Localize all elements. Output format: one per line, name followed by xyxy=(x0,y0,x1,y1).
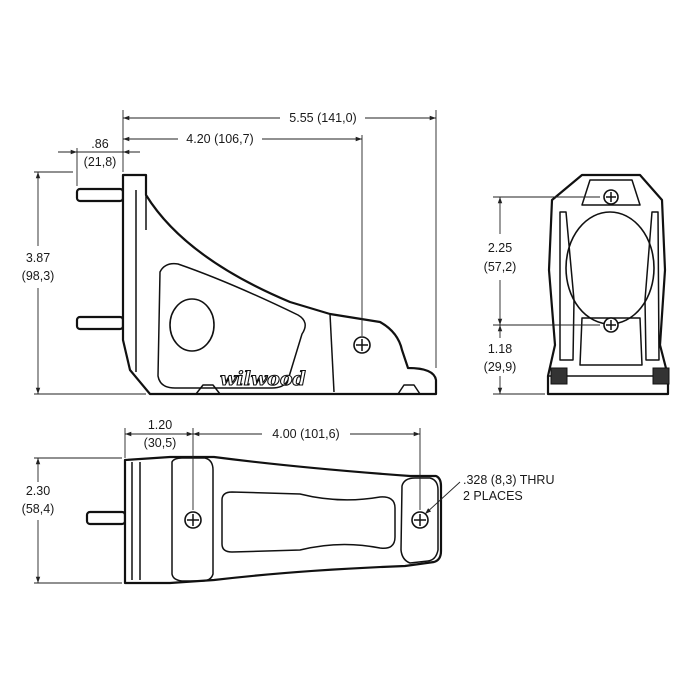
wilwood-logo: wilwood xyxy=(220,368,306,390)
dim-hole-offset: 4.20 (106,7) xyxy=(186,132,253,146)
upper-stud xyxy=(75,187,125,203)
base-notch-left xyxy=(195,384,221,395)
plan-hole-right-cross xyxy=(414,514,426,526)
plan-view: 1.20 (30,5) 4.00 (101,6) 2.30 (58,4) .32… xyxy=(22,418,554,585)
dim-plan-offset-mm: (30,5) xyxy=(144,436,177,450)
dim-overall-length: 5.55 (141,0) xyxy=(289,111,356,125)
hole-callout-line2: 2 PLACES xyxy=(463,489,523,503)
plan-body xyxy=(123,455,443,585)
dim-hole-spacing: 4.00 (101,6) xyxy=(272,427,339,441)
side-upper-hole-cross xyxy=(606,192,616,202)
dim-plan-offset-in: 1.20 xyxy=(148,418,172,432)
dim-stud-offset-in: .86 xyxy=(91,137,108,151)
lightening-hole xyxy=(169,298,215,352)
base-notch-right xyxy=(397,384,421,395)
dim-stud-offset-mm: (21,8) xyxy=(84,155,117,169)
dim-width-in: 2.30 xyxy=(26,484,50,498)
bracket-body xyxy=(121,173,438,396)
side-stud-left xyxy=(550,367,568,385)
plan-hole-left-cross xyxy=(187,514,199,526)
side-left-flange xyxy=(559,211,575,361)
plan-left-pad xyxy=(171,457,214,582)
dim-side-upper-mm: (57,2) xyxy=(484,260,517,274)
side-lower-hole-cross xyxy=(606,320,616,330)
plan-center-pocket xyxy=(221,491,396,553)
dim-width-mm: (58,4) xyxy=(22,502,55,516)
dim-side-lower-in: 1.18 xyxy=(488,342,512,356)
side-stud-right xyxy=(652,367,670,385)
mounting-hole-crosshair xyxy=(356,339,368,351)
hole-callout-line1: .328 (8,3) THRU xyxy=(463,473,554,487)
plan-stud xyxy=(85,510,127,526)
lower-stud xyxy=(75,315,125,331)
hole-callout-leader xyxy=(424,481,461,515)
side-bore xyxy=(565,211,655,325)
side-lower-block xyxy=(579,317,643,366)
mounting-flange xyxy=(135,190,147,372)
bracket-pocket xyxy=(157,262,306,389)
boss-edge xyxy=(329,313,335,393)
dim-height-mm: (98,3) xyxy=(22,269,55,283)
front-view: wilwood 5.55 (141,0) 4.20 (106,7) .86 (2… xyxy=(22,110,438,396)
plan-right-pad xyxy=(400,477,439,564)
plan-edge-left xyxy=(131,462,141,580)
side-right-flange xyxy=(644,211,660,361)
dim-side-upper-in: 2.25 xyxy=(488,241,512,255)
side-view: 2.25 (57,2) 1.18 (29,9) xyxy=(484,173,670,396)
dim-height-in: 3.87 xyxy=(26,251,50,265)
dim-side-lower-mm: (29,9) xyxy=(484,360,517,374)
